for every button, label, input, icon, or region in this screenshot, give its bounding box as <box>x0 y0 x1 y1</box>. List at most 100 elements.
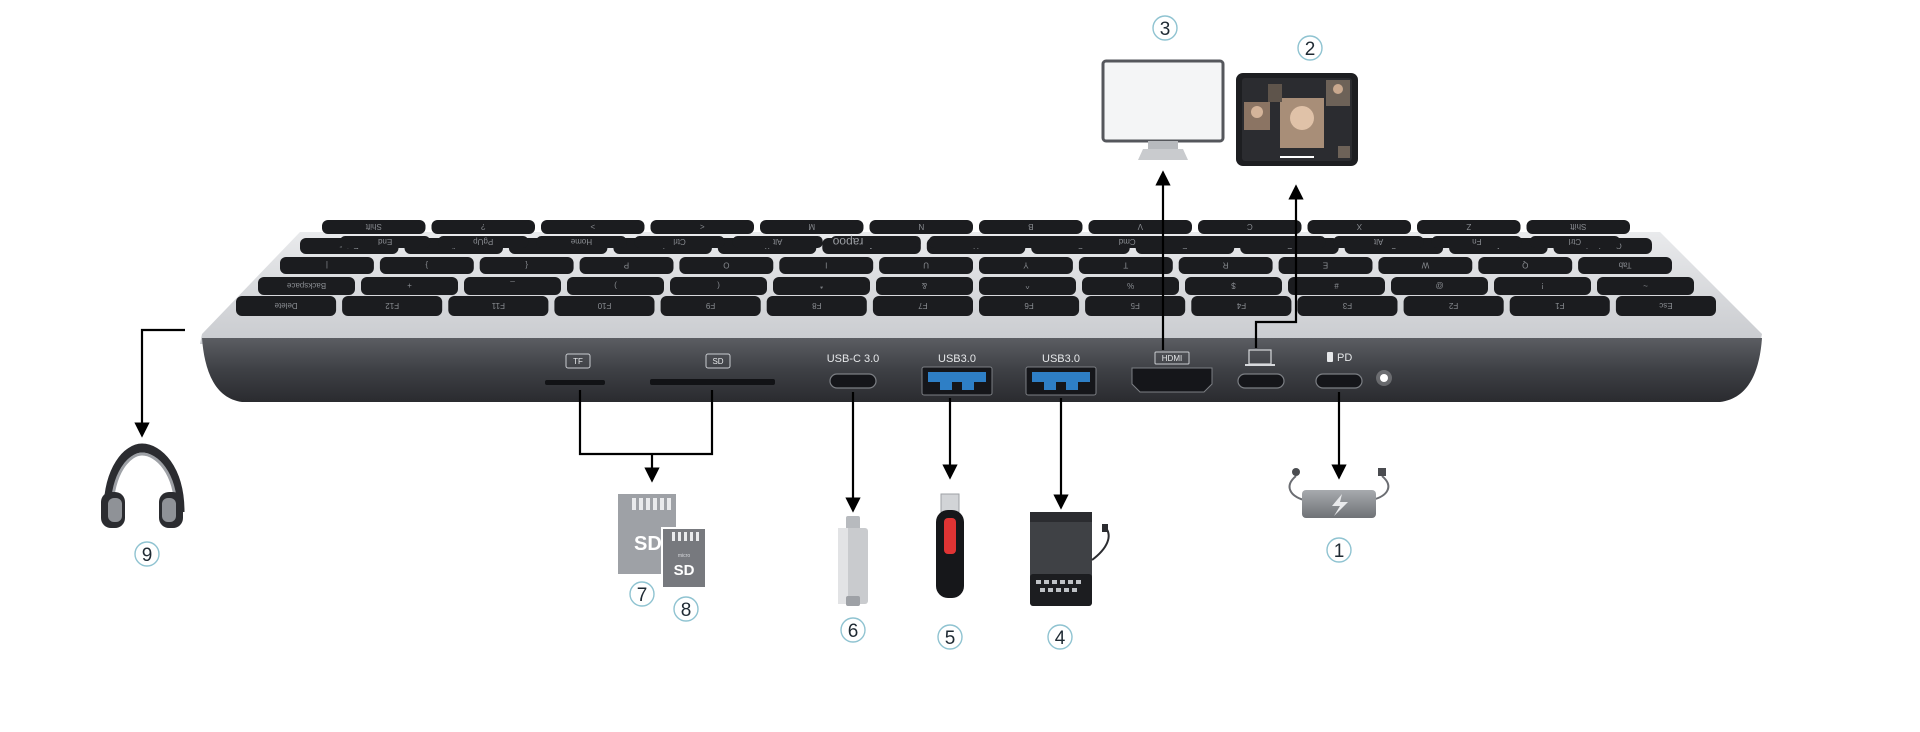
keyboard-key-label: % <box>1127 281 1134 290</box>
tf-card-slot[interactable]: TF <box>545 353 605 385</box>
keyboard-key-label: U <box>923 261 929 270</box>
keyboard-key <box>342 296 443 316</box>
keyboard-key-label: } <box>425 261 428 270</box>
keyboard-key-label: V <box>1137 222 1143 231</box>
usb-c-port[interactable]: USB-C 3.0 <box>827 353 880 389</box>
callout-4: 4 <box>1047 624 1073 650</box>
keyboard-key <box>766 296 867 316</box>
keyboard-key-label: F4 <box>1236 301 1246 310</box>
laptop-usb-c-port[interactable] <box>1237 349 1285 389</box>
keyboard-key-label: F5 <box>1130 301 1140 310</box>
keyboard-key-label: F1 <box>1555 301 1565 310</box>
usb3-port-2[interactable]: USB3.0 <box>1025 353 1097 396</box>
keyboard-key <box>979 296 1080 316</box>
keyboard-key <box>236 296 337 316</box>
keyboard-key-label: # <box>1334 281 1339 290</box>
keyboard-key <box>1403 296 1504 316</box>
keyboard-key-label: Cmd <box>1119 237 1136 246</box>
keyboard-key <box>1509 296 1610 316</box>
keyboard-key-label: Tab <box>1618 261 1631 270</box>
keyboard-key-label: E <box>1323 261 1328 270</box>
keyboard-key-label: ! <box>1541 281 1543 290</box>
keyboard-key <box>979 257 1073 274</box>
keyboard-key <box>379 257 474 274</box>
micro-sd-card-icon: micro SD <box>661 527 707 589</box>
keyboard-key-label: Z <box>1466 222 1471 231</box>
sd-slot-label: SD <box>712 357 723 366</box>
laptop-icon <box>1245 349 1275 366</box>
keyboard-key <box>1478 257 1573 274</box>
keyboard-key-label: Ctrl <box>1568 237 1581 246</box>
keyboard-key <box>650 220 754 234</box>
svg-text:2: 2 <box>1305 39 1316 60</box>
keyboard-key-label: $ <box>1231 281 1236 290</box>
keyboard-key <box>979 277 1076 295</box>
keyboard-key <box>1082 277 1179 295</box>
keyboard-key-label: Ctrl <box>673 237 686 246</box>
keyboard-key-label: B <box>1028 222 1033 231</box>
keyboard-key-label: F11 <box>491 301 505 310</box>
tablet-icon <box>1236 73 1358 166</box>
keyboard-key-label: ? <box>481 222 486 231</box>
keyboard-key <box>1333 236 1424 248</box>
keyboard-key <box>1529 236 1620 248</box>
keyboard-key-label: F7 <box>918 301 928 310</box>
usb3-port-1[interactable]: USB3.0 <box>921 353 993 396</box>
keyboard-key-label: I <box>825 261 827 270</box>
keyboard-key <box>1297 296 1398 316</box>
keyboard-key <box>431 220 535 234</box>
keyboard-key-label: F12 <box>385 301 399 310</box>
keyboard-key <box>1278 257 1373 274</box>
keyboard-key <box>634 236 725 248</box>
callout-5: 5 <box>937 624 963 650</box>
keyboard-key <box>1378 257 1473 274</box>
keyboard-key-label: C <box>1247 222 1253 231</box>
hdmi-port[interactable]: HDMI <box>1131 351 1213 393</box>
keyboard-key <box>1185 277 1282 295</box>
keyboard-key-label: | <box>326 261 328 270</box>
keyboard-key-label: ( <box>717 281 720 290</box>
callout-numbers: 1 2 3 4 5 6 7 8 9 <box>134 15 1352 650</box>
keyboard-key <box>1288 277 1385 295</box>
keyboard-key <box>567 277 664 295</box>
keyboard-key-label: Backspace <box>286 281 326 290</box>
keyboard-key <box>979 220 1083 234</box>
keyboard-key <box>579 257 674 274</box>
sd-card-slot[interactable]: SD <box>650 353 775 385</box>
keyboard-key <box>879 257 973 274</box>
callout-9: 9 <box>134 541 160 567</box>
sd-card-text: SD <box>634 533 662 555</box>
svg-text:6: 6 <box>848 621 859 642</box>
keyboard-key <box>732 236 823 248</box>
keyboard-key-label: Shift <box>1570 222 1587 231</box>
headphones-icon <box>101 443 185 528</box>
hdmi-label: HDMI <box>1162 354 1182 363</box>
keyboard-key-label: _ <box>510 281 516 290</box>
keyboard-key-label: F6 <box>1024 301 1034 310</box>
keyboard-key <box>660 296 761 316</box>
svg-text:9: 9 <box>142 545 153 566</box>
keyboard-key <box>869 220 973 234</box>
pd-label: PD <box>1337 352 1352 364</box>
keyboard-key-label: M <box>808 222 815 231</box>
keyboard-key-label: F10 <box>597 301 611 310</box>
keyboard-key <box>1578 257 1672 274</box>
keyboard-key <box>779 257 874 274</box>
keyboard-key <box>679 257 774 274</box>
keyboard-key-label: Home <box>570 237 592 246</box>
callout-2: 2 <box>1297 35 1323 61</box>
keyboard-key-label: F3 <box>1342 301 1352 310</box>
keyboard-key-label: ^ <box>1025 281 1029 290</box>
keyboard-key <box>438 236 529 248</box>
keyboard-key-label: PgUp <box>473 237 494 246</box>
svg-text:5: 5 <box>945 628 956 649</box>
keyboard-key-label: > <box>590 222 595 231</box>
keyboard-key-label: O <box>723 261 729 270</box>
pd-usb-c-port[interactable]: PD <box>1315 352 1363 389</box>
keyboard-key-label: N <box>918 222 924 231</box>
keyboard-key <box>340 236 431 248</box>
usb-c-flash-drive-icon <box>838 516 868 606</box>
keyboard-key <box>1088 220 1192 234</box>
keyboard-key-label: @ <box>1435 281 1443 290</box>
